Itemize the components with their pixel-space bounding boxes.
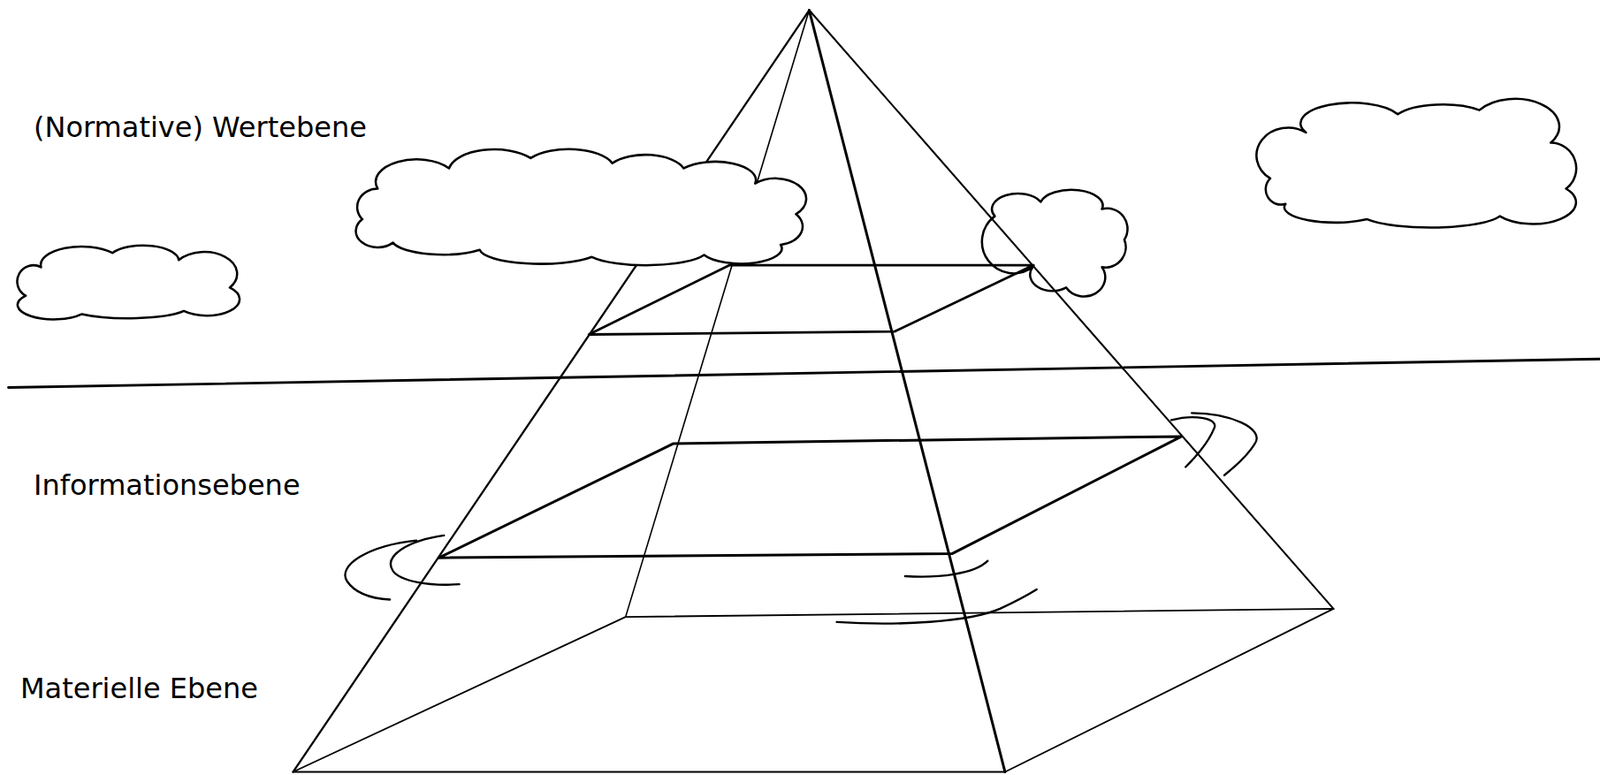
swirl (905, 561, 988, 578)
pyramid-edge (808, 10, 1334, 610)
swirl (1191, 412, 1258, 475)
level-label: (Normative) Wertebene (33, 110, 367, 145)
level-label: Materielle Ebene (20, 671, 259, 706)
pyramid-edge (625, 10, 810, 618)
pyramid-layer (588, 265, 1034, 335)
swirl (390, 535, 460, 586)
cloud (16, 245, 240, 320)
swirl (344, 540, 417, 601)
pyramid-edge (292, 10, 809, 773)
pyramid-edge (808, 10, 1006, 773)
pyramid-layer (439, 436, 1182, 558)
pyramid-base (292, 609, 1334, 773)
horizon-line (8, 358, 1600, 388)
cloud (1256, 99, 1577, 229)
level-label: Informationsebene (33, 468, 301, 503)
swirl (837, 589, 1037, 625)
cloud (356, 149, 808, 266)
swirl (1171, 417, 1215, 467)
